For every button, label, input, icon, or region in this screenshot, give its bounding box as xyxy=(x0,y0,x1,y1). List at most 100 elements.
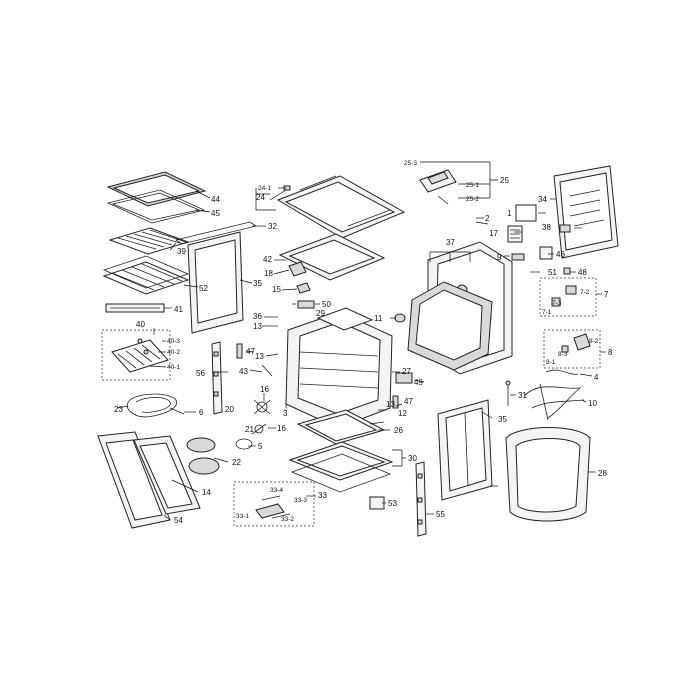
board-46 xyxy=(539,246,553,260)
label-10: 10 xyxy=(588,399,597,408)
label-35-left: 35 xyxy=(253,279,262,288)
label-55: 55 xyxy=(436,510,445,519)
label-9: 9 xyxy=(497,253,502,262)
oven-rack-39 xyxy=(108,227,190,255)
label-26: 26 xyxy=(394,426,403,435)
switch-bracket-56 xyxy=(211,341,223,415)
latch-assembly-33 xyxy=(233,481,315,527)
label-8-1: 8-1 xyxy=(546,359,556,366)
wire-4 xyxy=(545,369,579,375)
label-40-2: 40-2 xyxy=(167,349,180,356)
label-48: 48 xyxy=(578,268,587,277)
label-44: 44 xyxy=(211,195,220,204)
filter-17 xyxy=(507,225,523,243)
cooktop-glass-44 xyxy=(106,171,207,207)
label-25-3: 25-3 xyxy=(404,160,417,167)
label-45: 45 xyxy=(211,209,220,218)
label-28: 28 xyxy=(598,469,607,478)
bracket-38 xyxy=(559,224,571,233)
relay-assembly-7 xyxy=(539,277,597,317)
label-53: 53 xyxy=(388,499,397,508)
label-29: 29 xyxy=(316,309,325,318)
label-27: 27 xyxy=(402,367,411,376)
label-18: 18 xyxy=(264,269,273,278)
insulation-panel xyxy=(407,281,493,371)
label-13c: 13 xyxy=(386,400,395,409)
sensor-31 xyxy=(505,380,511,406)
label-52: 52 xyxy=(199,284,208,293)
trim-55 xyxy=(415,461,427,537)
label-13b: 13 xyxy=(255,352,264,361)
label-40-1: 40-1 xyxy=(167,364,180,371)
label-33: 33 xyxy=(318,491,327,500)
label-13a: 13 xyxy=(253,322,262,331)
rear-cover-34 xyxy=(553,165,619,259)
label-33-3: 33-3 xyxy=(294,497,307,504)
top-frame-24 xyxy=(276,175,406,239)
label-33-4: 33-4 xyxy=(270,487,283,494)
label-7: 7 xyxy=(604,290,609,299)
oven-cavity-27 xyxy=(285,307,393,429)
hinge-47a xyxy=(236,343,243,359)
fan-motor-20 xyxy=(253,399,271,415)
label-7-2: 7-2 xyxy=(580,289,590,296)
label-39: 39 xyxy=(177,247,186,256)
label-24-1: 24-1 xyxy=(258,185,271,192)
label-22: 22 xyxy=(232,458,241,467)
label-54: 54 xyxy=(174,516,183,525)
oven-door-14 xyxy=(97,431,201,529)
harness-10 xyxy=(523,383,585,421)
oven-rack-52 xyxy=(102,255,190,295)
clip-18 xyxy=(288,261,307,277)
label-23: 23 xyxy=(114,405,123,414)
leader-lines xyxy=(116,161,606,521)
label-50: 50 xyxy=(322,300,331,309)
clip-15 xyxy=(296,282,311,294)
glass-knob-22 xyxy=(186,437,220,475)
trim-41 xyxy=(105,303,165,313)
label-8-3: 8-3 xyxy=(558,351,568,358)
label-15: 15 xyxy=(272,285,281,294)
label-42: 42 xyxy=(263,255,272,264)
label-8: 8 xyxy=(608,348,613,357)
label-46: 46 xyxy=(556,250,565,259)
label-2: 2 xyxy=(485,214,490,223)
plate-1 xyxy=(515,204,537,222)
label-37: 37 xyxy=(446,238,455,247)
label-33-1: 33-1 xyxy=(236,513,249,520)
drawer-30 xyxy=(288,441,394,493)
label-47a: 47 xyxy=(246,347,255,356)
label-25-2: 25-2 xyxy=(466,196,479,203)
label-40: 40 xyxy=(136,320,145,329)
label-20: 20 xyxy=(225,405,234,414)
clip-53 xyxy=(369,496,385,510)
top-panel-42 xyxy=(278,233,386,281)
terminal-9 xyxy=(511,253,525,261)
label-36: 36 xyxy=(253,312,262,321)
cooktop-gasket-45 xyxy=(106,189,206,224)
control-panel-25 xyxy=(419,169,457,205)
label-33-2: 33-2 xyxy=(281,516,294,523)
label-8-2: 8-2 xyxy=(589,338,599,345)
heating-element-23 xyxy=(126,393,185,418)
label-3: 3 xyxy=(283,409,288,418)
thermostat-assembly-8 xyxy=(543,329,601,369)
label-21: 21 xyxy=(245,425,254,434)
label-49: 49 xyxy=(414,378,423,387)
bracket-50 xyxy=(297,300,315,309)
label-32: 32 xyxy=(268,222,277,231)
bracket-49 xyxy=(395,372,413,384)
label-7-3: 7-3 xyxy=(552,300,562,307)
sensor-21 xyxy=(251,423,267,435)
label-47b: 47 xyxy=(404,397,413,406)
label-38: 38 xyxy=(542,223,551,232)
knob-11 xyxy=(394,313,406,323)
label-14: 14 xyxy=(202,488,211,497)
label-5: 5 xyxy=(258,442,263,451)
rack-assembly-40 xyxy=(101,329,171,381)
label-30: 30 xyxy=(408,454,417,463)
side-panel-35-right xyxy=(437,399,493,501)
label-56: 56 xyxy=(196,369,205,378)
label-7-1: 7-1 xyxy=(542,309,552,316)
